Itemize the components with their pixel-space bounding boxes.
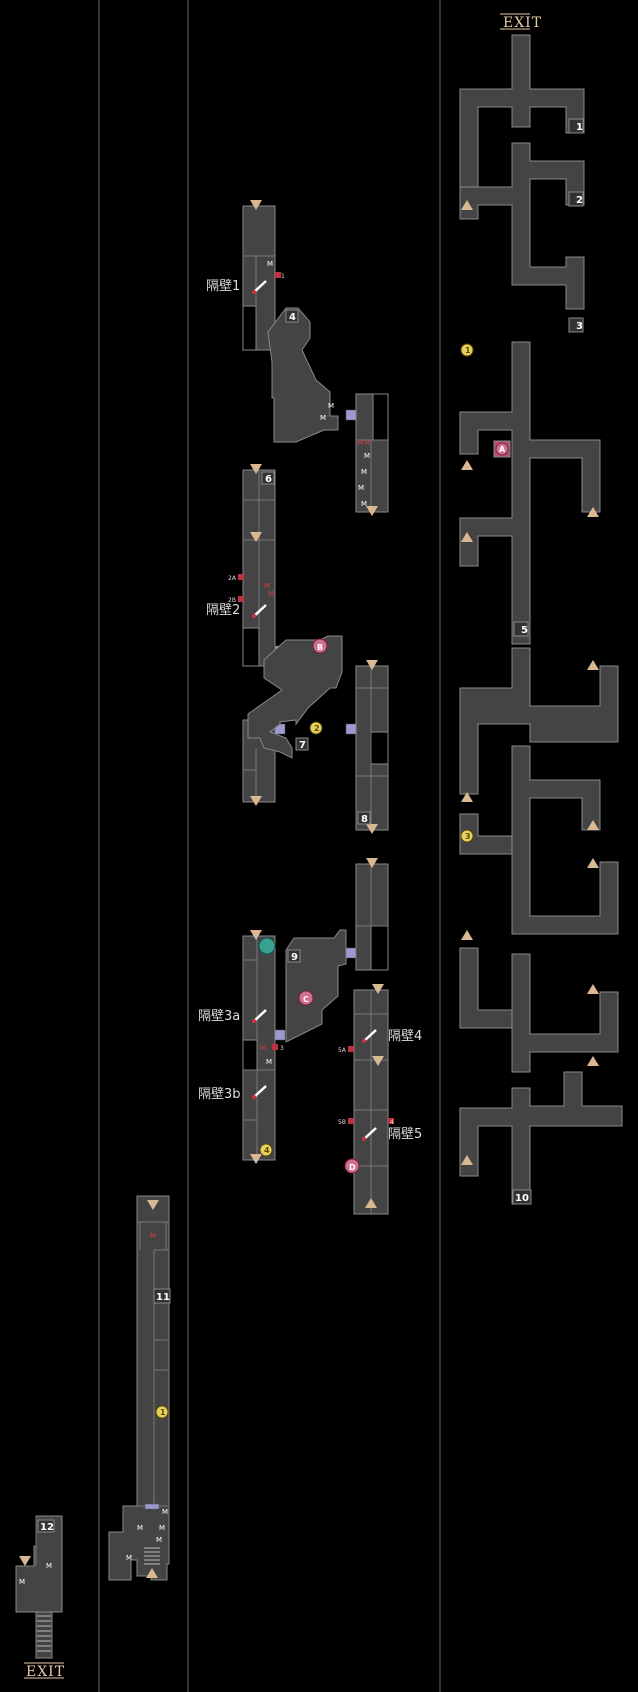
svg-text:M: M [264, 582, 270, 590]
marker-A: A [499, 445, 506, 454]
svg-text:M: M [137, 1524, 143, 1532]
svg-text:M: M [361, 468, 367, 476]
svg-text:2A: 2A [228, 575, 237, 582]
maze-room-markers: 1 2 3 5 10 [512, 118, 584, 1205]
svg-text:M: M [267, 260, 273, 268]
room-number-1: 1 [576, 122, 583, 133]
svg-text:M: M [364, 452, 370, 460]
svg-text:5A: 5A [338, 1047, 347, 1054]
svg-text:M: M [328, 402, 334, 410]
column-dividers [98, 0, 441, 1692]
floor-12: 12 M M EXIT [15, 1515, 65, 1680]
svg-text:3: 3 [280, 1045, 284, 1052]
svg-text:M: M [358, 484, 364, 492]
svg-text:1: 1 [281, 273, 285, 280]
marker-C: C [303, 995, 309, 1004]
key-marker-11: 1 [160, 1408, 166, 1417]
room-number-4: 4 [289, 312, 296, 323]
room-number-11: 11 [156, 1292, 170, 1303]
svg-text:M: M [159, 1524, 165, 1532]
key-marker-4: 4 [264, 1146, 270, 1155]
room-number-6: 6 [265, 474, 272, 485]
key-marker-3: 3 [465, 832, 471, 841]
svg-text:M: M [268, 590, 274, 598]
svg-text:M: M [364, 439, 370, 447]
room-number-5: 5 [521, 625, 528, 636]
maze-floor: EXIT [459, 13, 623, 1205]
bulkhead-label-4: 隔壁4 [388, 1029, 422, 1044]
bulkhead-3a-sword-icon [252, 1009, 267, 1023]
bulkhead-2-sword-icon [252, 604, 267, 618]
bulkhead-1-sword-icon [252, 280, 267, 294]
maze-key-markers: 1 3 A [460, 343, 511, 843]
svg-text:M: M [150, 1232, 156, 1240]
floor-11: M 11 1 M M M M M [108, 1195, 171, 1581]
marker-B: B [317, 643, 323, 652]
key-marker-1: 1 [465, 346, 471, 355]
room-number-7: 7 [299, 740, 306, 751]
bulkhead-label-2: 隔壁2 [206, 603, 240, 618]
svg-text:M: M [260, 1044, 266, 1052]
bulkhead-3b-sword-icon [252, 1085, 267, 1099]
exit-label-bottom: EXIT [26, 1664, 65, 1680]
bulkhead-label-1: 隔壁1 [206, 279, 240, 294]
bulkhead-label-5: 隔壁5 [388, 1127, 422, 1142]
svg-text:M: M [19, 1578, 25, 1586]
bulkhead-label-3b: 隔壁3b [198, 1087, 241, 1102]
room-number-9: 9 [291, 952, 298, 963]
room-number-2: 2 [576, 195, 583, 206]
bulkhead-4-sword-icon [362, 1029, 377, 1043]
key-marker-2: 2 [314, 724, 320, 733]
bulkhead-label-3a: 隔壁3a [198, 1009, 240, 1024]
exit-label-top: EXIT [503, 15, 542, 31]
room-number-3: 3 [576, 321, 583, 332]
svg-text:M: M [46, 1562, 52, 1570]
svg-text:M: M [162, 1508, 168, 1516]
svg-text:5B: 5B [338, 1119, 346, 1126]
room-number-8: 8 [361, 814, 368, 825]
svg-text:M: M [361, 500, 367, 508]
middle-floors: M 1 隔壁1 4 M M M M M M M M [198, 200, 422, 1215]
svg-text:M: M [156, 1536, 162, 1544]
bulkhead-5-sword-icon [362, 1127, 377, 1141]
svg-text:M: M [266, 1058, 272, 1066]
marker-D: D [349, 1163, 356, 1172]
svg-text:M: M [126, 1554, 132, 1562]
room-number-10: 10 [515, 1193, 529, 1204]
svg-text:4: 4 [390, 1119, 394, 1126]
maze-stairs [461, 200, 599, 1165]
room-number-12: 12 [40, 1522, 54, 1533]
svg-text:M: M [357, 439, 363, 447]
svg-text:2B: 2B [228, 597, 236, 604]
svg-text:M: M [320, 414, 326, 422]
